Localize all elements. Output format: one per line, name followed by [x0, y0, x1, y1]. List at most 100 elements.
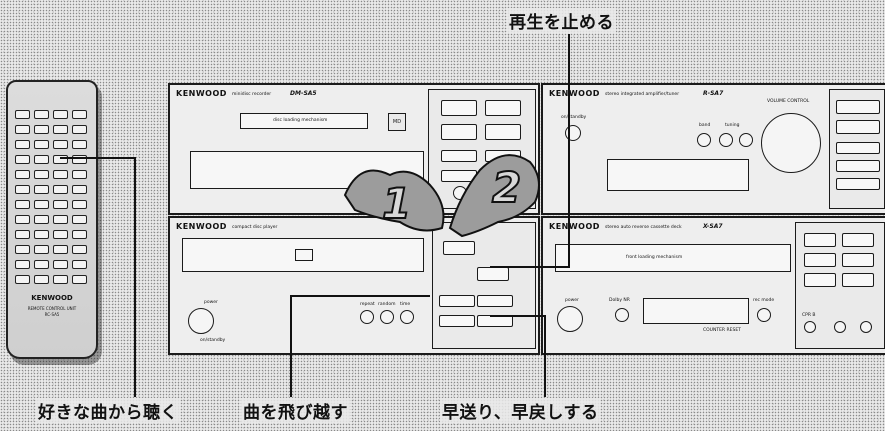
deck-type-label: stereo auto reverse cassette deck	[605, 225, 682, 230]
amp-brand: KENWOOD	[549, 89, 600, 98]
remote-key[interactable]	[15, 200, 30, 209]
remote-key[interactable]	[72, 185, 87, 194]
remote-key[interactable]	[53, 125, 68, 134]
deck-button[interactable]	[842, 253, 874, 267]
cd-button[interactable]	[443, 241, 475, 255]
deck-power-label: power	[565, 298, 579, 303]
remote-key[interactable]	[34, 125, 49, 134]
remote-key[interactable]	[72, 110, 87, 119]
remote-key[interactable]	[34, 185, 49, 194]
remote-key[interactable]	[34, 215, 49, 224]
cd-repeat-label: repeat	[360, 302, 375, 307]
deck-button[interactable]	[804, 233, 836, 247]
cd-time-knob[interactable]	[400, 310, 414, 324]
remote-key[interactable]	[15, 245, 30, 254]
remote-key[interactable]	[34, 170, 49, 179]
deck-mechanism-label: front loading mechanism	[626, 255, 683, 260]
leader-skip-horizontal	[290, 295, 430, 297]
cd-skip-forward-button[interactable]	[477, 295, 513, 307]
remote-key[interactable]	[72, 200, 87, 209]
amp-button[interactable]	[836, 142, 880, 154]
remote-key[interactable]	[53, 185, 68, 194]
remote-key[interactable]	[53, 155, 68, 164]
remote-key[interactable]	[15, 185, 30, 194]
amp-volume-knob[interactable]	[761, 113, 821, 173]
amp-button[interactable]	[836, 178, 880, 190]
amp-tuning-up-knob[interactable]	[739, 133, 753, 147]
remote-key[interactable]	[72, 245, 87, 254]
remote-key[interactable]	[34, 260, 49, 269]
remote-key[interactable]	[15, 275, 30, 284]
remote-key[interactable]	[15, 230, 30, 239]
cd-skip-back-button[interactable]	[439, 295, 475, 307]
amp-model: R-SA7	[703, 90, 724, 97]
deck-cassette-door[interactable]: front loading mechanism	[555, 244, 791, 272]
amp-tuning-down-knob[interactable]	[719, 133, 733, 147]
remote-key[interactable]	[72, 215, 87, 224]
remote-key[interactable]	[72, 140, 87, 149]
remote-key[interactable]	[53, 140, 68, 149]
amp-button[interactable]	[836, 160, 880, 172]
remote-key[interactable]	[53, 275, 68, 284]
deck-knob[interactable]	[804, 321, 816, 333]
deck-rec-mode-knob[interactable]	[757, 308, 771, 322]
remote-key[interactable]	[34, 140, 49, 149]
remote-key[interactable]	[53, 230, 68, 239]
md-button[interactable]	[441, 150, 477, 162]
caption-skip-tracks: 曲を飛び越す	[241, 398, 350, 423]
remote-key[interactable]	[53, 245, 68, 254]
cd-time-label: time	[400, 302, 411, 307]
deck-power-knob[interactable]	[557, 306, 583, 332]
amp-type-label: stereo integrated amplifier/tuner	[605, 92, 680, 97]
deck-knob[interactable]	[834, 321, 846, 333]
remote-key[interactable]	[72, 275, 87, 284]
remote-key[interactable]	[15, 140, 30, 149]
cd-brand: KENWOOD	[176, 222, 227, 231]
md-brand: KENWOOD	[176, 89, 227, 98]
remote-key[interactable]	[34, 155, 49, 164]
cd-repeat-knob[interactable]	[360, 310, 374, 324]
remote-key[interactable]	[53, 200, 68, 209]
remote-key[interactable]	[53, 110, 68, 119]
remote-key[interactable]	[15, 170, 30, 179]
remote-key[interactable]	[72, 230, 87, 239]
md-button[interactable]	[441, 124, 477, 140]
remote-key[interactable]	[53, 260, 68, 269]
remote-key[interactable]	[15, 215, 30, 224]
remote-key[interactable]	[72, 170, 87, 179]
remote-key[interactable]	[34, 275, 49, 284]
remote-key[interactable]	[72, 260, 87, 269]
cd-stop-button[interactable]	[477, 267, 509, 281]
deck-knob[interactable]	[860, 321, 872, 333]
remote-key[interactable]	[72, 125, 87, 134]
remote-key[interactable]	[34, 200, 49, 209]
remote-key[interactable]	[53, 170, 68, 179]
remote-key[interactable]	[34, 230, 49, 239]
deck-button[interactable]	[842, 233, 874, 247]
remote-key[interactable]	[72, 155, 87, 164]
cd-random-knob[interactable]	[380, 310, 394, 324]
deck-button[interactable]	[804, 273, 836, 287]
deck-button[interactable]	[804, 253, 836, 267]
md-disc-slot[interactable]: disc loading mechanism	[240, 113, 368, 129]
remote-key[interactable]	[34, 245, 49, 254]
md-button[interactable]	[441, 100, 477, 116]
remote-key[interactable]	[15, 155, 30, 164]
amp-button[interactable]	[836, 100, 880, 114]
remote-key[interactable]	[15, 260, 30, 269]
remote-key[interactable]	[53, 215, 68, 224]
cd-rewind-button[interactable]	[439, 315, 475, 327]
deck-dolby-label: Dolby NR	[609, 298, 630, 303]
md-button[interactable]	[485, 100, 521, 116]
md-button[interactable]	[485, 124, 521, 140]
amp-button[interactable]	[836, 120, 880, 134]
remote-key[interactable]	[34, 110, 49, 119]
deck-button[interactable]	[842, 273, 874, 287]
deck-dolby-knob[interactable]	[615, 308, 629, 322]
amp-band-knob[interactable]	[697, 133, 711, 147]
remote-key[interactable]	[15, 125, 30, 134]
cd-disc-tray[interactable]	[182, 238, 424, 272]
remote-key[interactable]	[15, 110, 30, 119]
leader-ff-horizontal	[490, 315, 546, 317]
cd-power-knob[interactable]	[188, 308, 214, 334]
